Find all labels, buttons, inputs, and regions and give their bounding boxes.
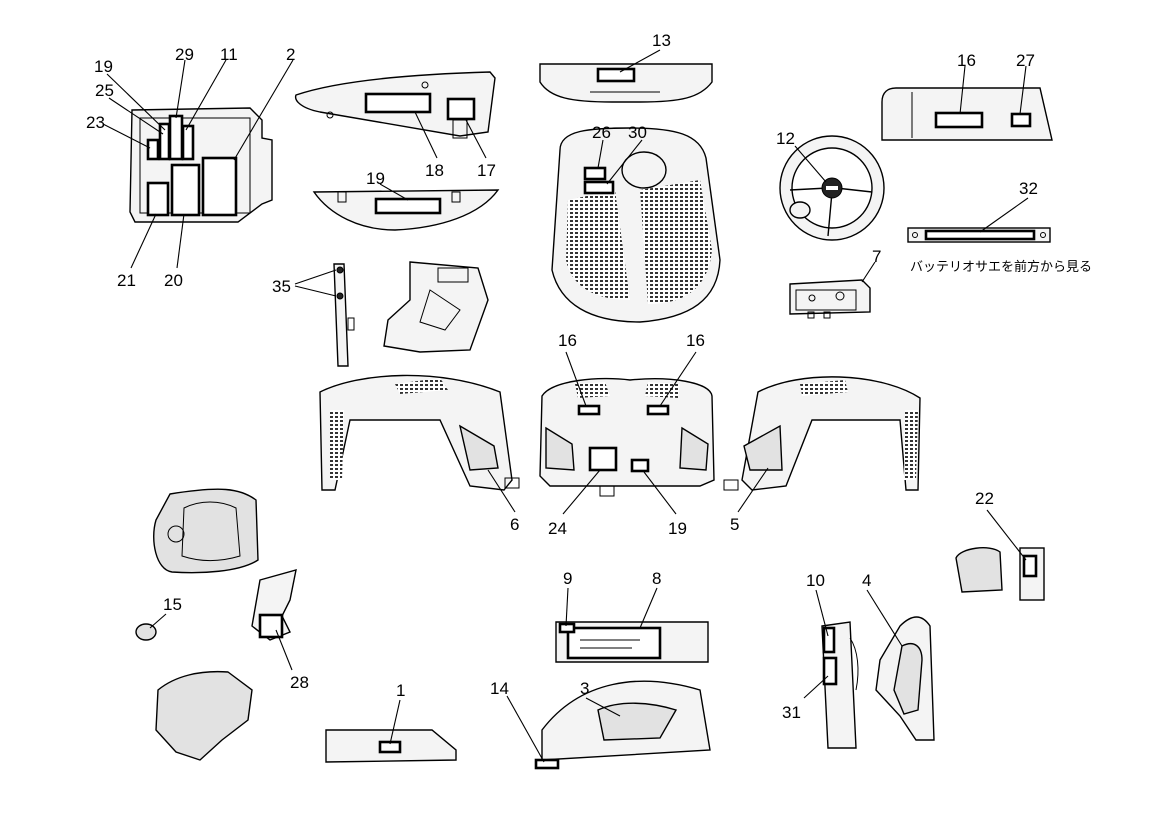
callout-26: 24 bbox=[548, 519, 567, 538]
callout-1: 1 bbox=[396, 681, 405, 700]
callout-14: 14 bbox=[490, 679, 509, 698]
rear-side-cover bbox=[534, 680, 711, 770]
callout-29: 27 bbox=[1016, 51, 1035, 70]
callout-21: 19 bbox=[668, 519, 687, 538]
callout-31: 29 bbox=[175, 45, 194, 64]
callout-20: 19 bbox=[94, 57, 113, 76]
callout-10: 10 bbox=[806, 571, 825, 590]
leader-lines bbox=[102, 49, 1029, 763]
hood-bracket bbox=[452, 119, 468, 139]
decal-19-lower bbox=[374, 197, 442, 215]
toolbox-lid bbox=[555, 621, 709, 663]
seat-base bbox=[135, 623, 253, 761]
decal-11 bbox=[181, 124, 195, 161]
callout-16-right: 16 bbox=[686, 331, 705, 350]
left-fender-panel bbox=[129, 107, 273, 223]
callout-4: 4 bbox=[862, 571, 871, 590]
decal-9 bbox=[558, 622, 576, 634]
callout-16-left: 16 bbox=[558, 331, 577, 350]
callout-3: 3 bbox=[580, 679, 589, 698]
decal-13 bbox=[596, 67, 636, 83]
callout-7: 7 bbox=[872, 247, 881, 266]
cover-panel bbox=[251, 569, 297, 641]
decal-29 bbox=[1010, 112, 1032, 128]
decal-23 bbox=[146, 181, 170, 217]
callout-5: 5 bbox=[730, 515, 739, 534]
callout-23: 21 bbox=[117, 271, 136, 290]
callout-8: 8 bbox=[652, 569, 661, 588]
rear-lamp bbox=[955, 547, 1045, 601]
callout-13: 13 bbox=[652, 31, 671, 50]
callout-33: 31 bbox=[782, 703, 801, 722]
front-nose bbox=[153, 488, 259, 574]
long-member bbox=[325, 729, 457, 763]
lower-curved-plate bbox=[312, 189, 500, 231]
callout-18: 17 bbox=[477, 161, 496, 180]
callout-9: 9 bbox=[563, 569, 572, 588]
callout-19-lower: 19 bbox=[366, 169, 385, 188]
dashboard-top bbox=[539, 63, 713, 103]
decal-34 bbox=[924, 229, 1036, 241]
decal-28 bbox=[583, 166, 607, 181]
callout-2: 2 bbox=[286, 45, 295, 64]
callout-35: 35 bbox=[272, 277, 291, 296]
decal-10 bbox=[822, 626, 836, 654]
decal-16-left bbox=[577, 404, 601, 416]
decal-24 bbox=[1022, 554, 1038, 578]
decal-31 bbox=[168, 114, 184, 161]
decal-16-right bbox=[646, 404, 670, 416]
front-hood-grille bbox=[551, 127, 721, 323]
callout-numbers: 19 29 11 2 25 23 21 20 18 17 19 13 26 30… bbox=[86, 31, 1038, 722]
rear-pillar bbox=[821, 621, 859, 749]
callout-27: 25 bbox=[95, 81, 114, 100]
callout-11: 11 bbox=[220, 45, 238, 64]
callout-17: 16 bbox=[957, 51, 976, 70]
vertical-bracket bbox=[333, 263, 355, 367]
callout-12: 12 bbox=[776, 129, 795, 148]
callout-30: 28 bbox=[290, 673, 309, 692]
floor-cover bbox=[383, 261, 489, 353]
decal-33 bbox=[822, 656, 838, 686]
callout-28: 26 bbox=[592, 123, 611, 142]
rear-body bbox=[539, 377, 715, 497]
step-handle-plate bbox=[875, 616, 935, 741]
callout-24: 22 bbox=[975, 489, 994, 508]
callout-34: 32 bbox=[1019, 179, 1038, 198]
callout-19-upper: 18 bbox=[425, 161, 444, 180]
battery-holder-view-note: バッテリオサエを前方から見る bbox=[910, 259, 1092, 275]
right-rear-fender bbox=[723, 376, 921, 491]
callout-6: 6 bbox=[510, 515, 519, 534]
decal-22 bbox=[170, 163, 201, 217]
callout-32: 30 bbox=[628, 123, 647, 142]
battery-holder: バッテリオサエを前方から見る bbox=[907, 227, 1092, 275]
callout-15: 15 bbox=[163, 595, 182, 614]
decal-25 bbox=[146, 138, 160, 161]
decal-30 bbox=[258, 613, 284, 639]
decal-32 bbox=[583, 180, 615, 195]
decal-18 bbox=[446, 97, 476, 121]
decal-14 bbox=[534, 758, 560, 770]
decal-26 bbox=[588, 446, 618, 472]
decal-8 bbox=[566, 626, 662, 660]
decal-21 bbox=[630, 458, 650, 473]
right-info-plate bbox=[881, 87, 1053, 141]
decal-19-upper bbox=[364, 92, 432, 114]
decal-2 bbox=[201, 156, 238, 217]
left-rear-fender bbox=[319, 374, 520, 491]
decal-17 bbox=[934, 111, 984, 129]
hood-side-plate bbox=[294, 71, 496, 139]
control-box bbox=[789, 279, 871, 319]
callout-22: 20 bbox=[164, 271, 183, 290]
callout-25: 23 bbox=[86, 113, 105, 132]
steering-wheel bbox=[779, 135, 885, 241]
